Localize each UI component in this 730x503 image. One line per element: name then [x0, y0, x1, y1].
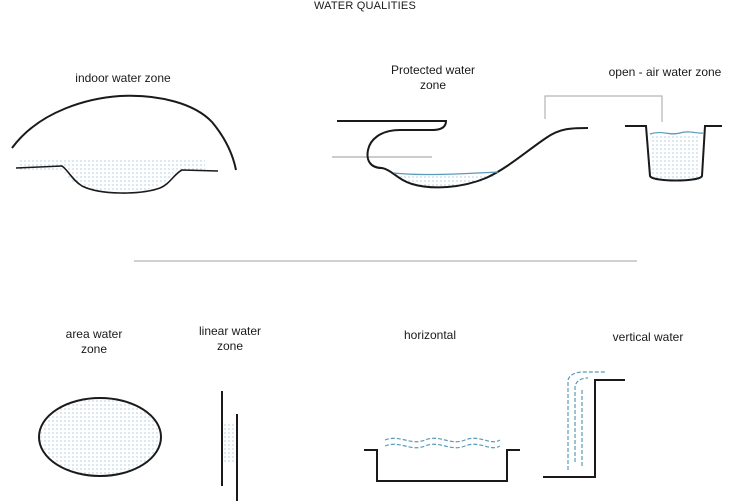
label-protected-line2: zone	[419, 78, 447, 92]
horizontal-wave-1	[384, 437, 501, 443]
linear-water-zone-sketch	[221, 391, 238, 501]
label-area-water-zone: area water zone	[52, 327, 136, 357]
protected-water-zone-sketch	[332, 120, 589, 189]
horizontal-water-sketch	[364, 437, 520, 482]
open-air-dotted-water	[652, 134, 698, 178]
indoor-dotted-water	[20, 158, 205, 192]
open-air-water-surface	[649, 131, 704, 135]
open-air-container	[625, 125, 722, 182]
indoor-basin	[15, 165, 219, 194]
label-protected-water-zone: Protected water zone	[370, 63, 496, 93]
horizontal-wave-2	[384, 443, 501, 449]
area-water-zone-sketch	[38, 397, 162, 477]
label-indoor-water-zone: indoor water zone	[75, 71, 171, 85]
page-title: WATER QUALITIES	[313, 0, 416, 12]
linear-dotted-water	[224, 422, 237, 462]
protected-water-surface	[393, 171, 499, 176]
label-open-air-water-zone: open - air water zone	[608, 65, 722, 79]
area-dotted-water	[40, 399, 160, 475]
connector-bracket	[544, 95, 663, 122]
vertical-structure	[543, 379, 625, 478]
label-horizontal: horizontal	[403, 328, 457, 342]
open-air-water-zone-sketch	[625, 125, 722, 182]
vertical-stream-1	[567, 371, 606, 470]
vertical-water-sketch	[543, 371, 625, 478]
indoor-roof-arc	[11, 94, 237, 171]
label-area-line1: area water	[65, 327, 123, 341]
label-vertical-water: vertical water	[612, 330, 684, 344]
label-protected-line1: Protected water	[390, 63, 476, 77]
horizontal-basin	[364, 449, 520, 482]
label-linear-line1: linear water	[198, 324, 262, 338]
vertical-stream-2	[574, 377, 589, 462]
protected-cantilever	[337, 120, 589, 189]
indoor-water-zone-sketch	[11, 94, 237, 194]
area-outline	[38, 397, 162, 477]
protected-dotted-water	[398, 174, 498, 188]
label-linear-line2: zone	[216, 339, 244, 353]
label-linear-water-zone: linear water zone	[188, 324, 272, 354]
label-area-line2: zone	[80, 342, 108, 356]
